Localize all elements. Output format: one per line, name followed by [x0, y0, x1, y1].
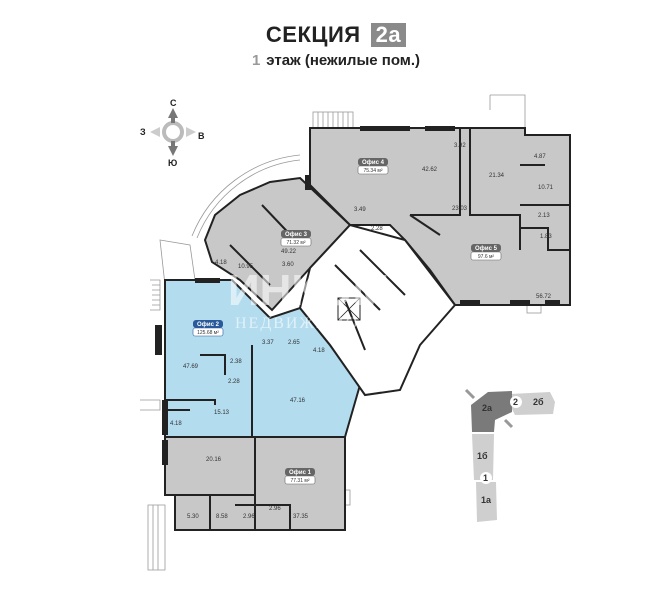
room-area-label: 4.18 [313, 348, 325, 354]
room-area-label: 4.87 [534, 154, 546, 160]
office-label-5[interactable]: Офис 5 97.6 м² [470, 244, 502, 261]
room-area-label: 42.62 [422, 167, 438, 173]
office-label-1[interactable]: Офис 1 77.31 м² [284, 468, 316, 485]
office-name: Офис 3 [285, 231, 308, 238]
office-area: 97.6 м² [478, 254, 495, 260]
watermark-logo: ИНКОМ [228, 266, 389, 315]
room-area-label: 56.72 [536, 294, 552, 300]
room-area-label: 49.22 [281, 249, 297, 255]
office-area: 77.31 м² [290, 478, 309, 484]
room-area-label: 3.37 [262, 340, 274, 346]
interior-walls [165, 128, 570, 530]
floor-subtitle: 1 этаж (нежилые пом.) [0, 52, 672, 69]
keyplan-1b[interactable] [472, 434, 494, 480]
room-area-label: 2.96 [269, 506, 281, 512]
room-area-labels: 42.62 3.92 21.34 4.87 10.71 23.03 2.13 1.83 56.7… [170, 143, 554, 520]
keyplan-label-1b: 1б [477, 451, 488, 461]
keyplan-label-1a: 1а [481, 495, 492, 505]
floor-text: этаж (нежилые пом.) [266, 52, 421, 69]
office-labels: Офис 1 77.31 м² Офис 2 125.68 м² Офис 3 71.32… [192, 158, 502, 485]
section-title: СЕКЦИЯ 2а [0, 22, 672, 48]
room-area-label: 37.35 [293, 514, 309, 520]
room-area-label: 3.92 [454, 143, 466, 149]
office-name: Офис 4 [362, 159, 385, 166]
compass-north: С [170, 98, 177, 108]
room-area-label: 10.95 [238, 264, 254, 270]
floor-number: 1 [251, 52, 261, 69]
section-badge: 2а [370, 23, 407, 47]
room-area-label: 4.18 [215, 260, 227, 266]
compass-east: В [198, 131, 205, 141]
title-text: СЕКЦИЯ [265, 22, 361, 47]
room-area-label: 3.49 [354, 207, 366, 213]
keyplan-label-2a: 2а [482, 403, 493, 413]
room-area-label: 2.65 [288, 340, 300, 346]
office-name: Офис 2 [197, 321, 220, 328]
room-area-label: 20.16 [206, 457, 222, 463]
room-area-label: 3.60 [282, 262, 294, 268]
exterior-details [140, 94, 542, 571]
room-area-label: 2.38 [230, 359, 242, 365]
keyplan-1a[interactable] [476, 482, 497, 522]
compass-south: Ю [168, 158, 177, 168]
office-name: Офис 1 [289, 469, 312, 476]
office-name: Офис 5 [475, 245, 498, 252]
room-area-label: 8.58 [216, 514, 228, 520]
compass-icon: С Ю З В [140, 98, 205, 168]
office-label-2[interactable]: Офис 2 125.68 м² [192, 320, 224, 337]
room-area-label: 2.28 [371, 226, 383, 232]
room-area-label: 10.71 [538, 185, 554, 191]
watermark-subtitle: НЕДВИЖИМОСТЬ [235, 315, 395, 332]
keyplan-label-1: 1 [483, 473, 488, 483]
keyplan-2b[interactable] [510, 392, 555, 415]
key-plan: 2а 2 2б 1б 1 1а [464, 388, 555, 522]
keyplan-label-2: 2 [513, 397, 518, 407]
compass-west: З [140, 127, 146, 137]
exterior-wall-segments [155, 126, 560, 465]
office-area: 71.32 м² [286, 240, 305, 246]
room-area-label: 5.30 [187, 514, 199, 520]
office-area: 75.34 м² [363, 168, 382, 174]
room-area-label: 47.69 [183, 364, 199, 370]
office-label-4[interactable]: Офис 4 75.34 м² [357, 158, 389, 175]
office-label-3[interactable]: Офис 3 71.32 м² [280, 230, 312, 247]
keyplan-2a[interactable] [471, 391, 512, 432]
room-area-label: 47.16 [290, 398, 306, 404]
keyplan-label-2b: 2б [533, 397, 544, 407]
room-area-label: 21.34 [489, 173, 505, 179]
office-area: 125.68 м² [197, 330, 219, 336]
room-area-label: 2.13 [538, 213, 550, 219]
room-area-label: 2.96 [243, 514, 255, 520]
room-area-label: 15.13 [214, 410, 230, 416]
room-area-label: 1.83 [540, 234, 552, 240]
room-area-label: 4.18 [170, 421, 182, 427]
room-area-label: 23.03 [452, 206, 468, 212]
room-area-label: 2.28 [228, 379, 240, 385]
